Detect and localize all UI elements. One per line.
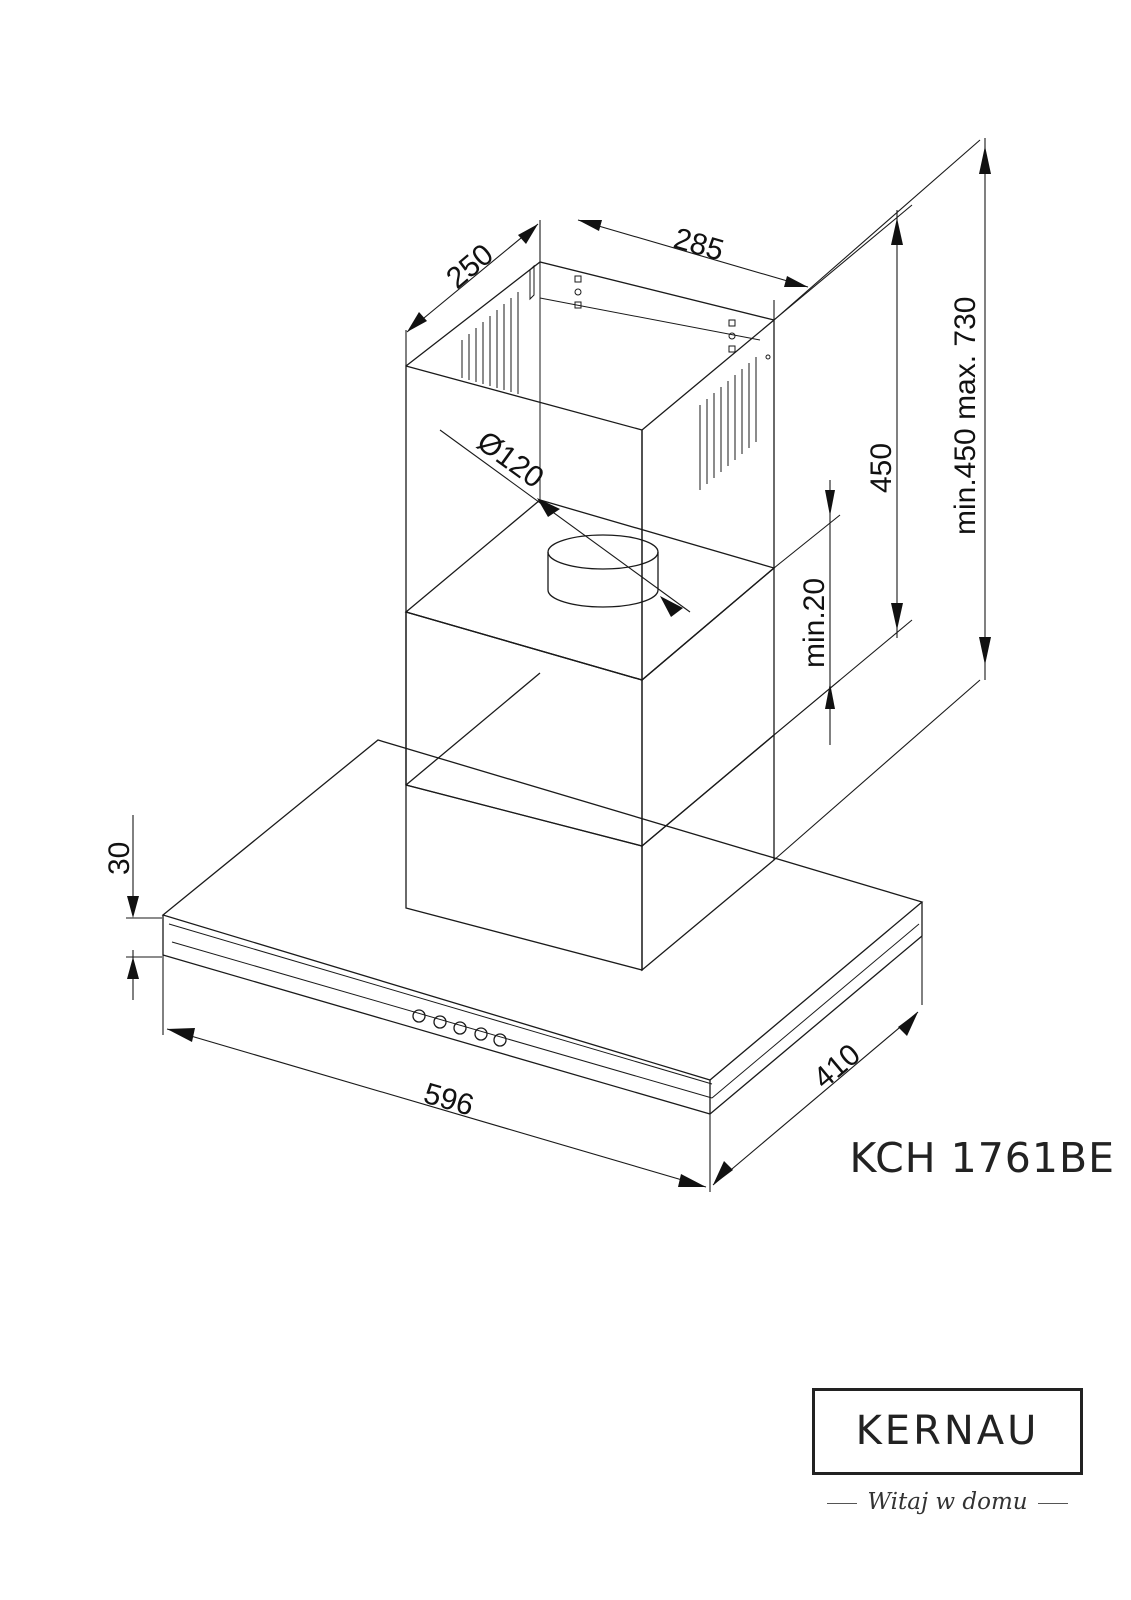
control-knobs	[412, 1009, 507, 1047]
dimension-chimney-depth	[405, 220, 541, 366]
label-chimney-width: 285	[670, 222, 727, 268]
dimension-chimney-width	[577, 219, 809, 320]
dimension-height	[126, 815, 162, 1000]
label-height: 30	[103, 842, 136, 875]
brand-logo: KERNAU	[812, 1388, 1083, 1475]
label-chimney-depth: 250	[440, 238, 500, 295]
brand-slogan: Witaj w domu	[812, 1489, 1083, 1515]
slogan-dash-left	[827, 1502, 858, 1504]
chimney-upper	[405, 261, 775, 682]
label-chimney-range: 450	[865, 443, 898, 493]
slogan-dash-right	[1037, 1502, 1068, 1504]
dimension-chimney-range	[773, 204, 913, 736]
label-duct-diameter: Ø120	[471, 425, 550, 495]
brand-name: KERNAU	[855, 1408, 1040, 1454]
vent-slots-right	[699, 357, 757, 490]
hood-canopy	[161, 739, 924, 1115]
duct-outlet	[547, 534, 659, 608]
dimension-depth	[712, 936, 923, 1186]
slogan-text: Witaj w domu	[867, 1489, 1028, 1515]
vent-slots-left	[461, 292, 519, 394]
label-install-range: min.450 max. 730	[949, 297, 982, 535]
dimension-width	[162, 955, 711, 1192]
label-depth: 410	[807, 1038, 867, 1095]
chimney-lower	[404, 499, 776, 972]
dimension-duct-diameter	[439, 429, 691, 617]
dimension-install-range	[773, 138, 991, 861]
label-width: 596	[420, 1077, 477, 1123]
model-number: KCH 1761BE	[849, 1134, 1115, 1182]
mounting-holes	[529, 264, 771, 360]
label-clearance: min.20	[798, 578, 831, 668]
